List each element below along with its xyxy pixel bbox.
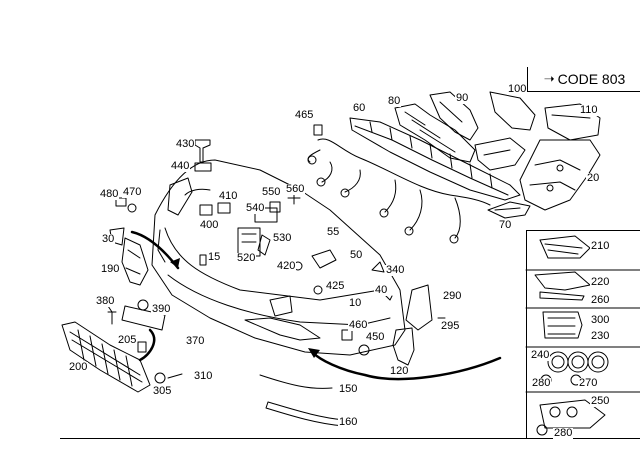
callout-160: 160: [338, 416, 359, 428]
callout-240: 240: [530, 349, 551, 361]
callout-420: 420: [276, 260, 297, 272]
callout-430: 430: [175, 138, 196, 150]
callout-60: 60: [352, 102, 367, 114]
callout-300: 300: [590, 314, 611, 326]
callout-560: 560: [285, 183, 306, 195]
callout-50: 50: [349, 249, 364, 261]
callout-390: 390: [151, 303, 172, 315]
wiring-harness-drawing: [307, 124, 491, 244]
callout-20: 20: [586, 172, 601, 184]
code-label: CODE 803: [557, 71, 626, 87]
callout-480: 480: [99, 188, 120, 200]
bumper-carrier-drawing: [349, 117, 521, 201]
callout-540: 540: [245, 202, 266, 214]
callout-110: 110: [579, 104, 599, 116]
code-803-box: ➝ CODE 803: [527, 67, 640, 92]
variant-side-panel: [526, 230, 640, 439]
callout-230: 230: [590, 330, 611, 342]
callout-80: 80: [387, 95, 402, 107]
bracket-70-drawing: [487, 201, 531, 219]
callout-250: 250: [590, 395, 611, 407]
callout-15: 15: [207, 251, 222, 263]
callout-290: 290: [442, 290, 463, 302]
callout-450: 450: [365, 331, 386, 343]
callout-380: 380: [95, 295, 116, 307]
center-bracket-drawing: [474, 137, 526, 171]
callout-70: 70: [498, 219, 513, 231]
callout-400: 400: [199, 219, 220, 231]
bracket-100-110-drawing: [489, 91, 601, 141]
arrow-right-icon: ➝: [543, 71, 555, 86]
callout-550: 550: [261, 186, 282, 198]
callout-520: 520: [236, 252, 257, 264]
side-bracket-30-190-drawing: [109, 177, 193, 286]
callout-465: 465: [294, 109, 315, 121]
callout-10: 10: [348, 297, 363, 309]
direction-arrows: [130, 230, 502, 381]
callout-305: 305: [152, 385, 173, 397]
bracket-20-drawing: [519, 139, 601, 211]
callout-295: 295: [440, 320, 461, 332]
callout-260: 260: [590, 294, 611, 306]
callout-280-upper: 280: [531, 377, 552, 389]
callout-30: 30: [101, 233, 116, 245]
callout-150: 150: [338, 383, 359, 395]
callout-280-lower: 280: [553, 427, 574, 439]
callout-190: 190: [100, 263, 121, 275]
callout-120: 120: [389, 365, 410, 377]
callout-40: 40: [374, 284, 389, 296]
callout-55: 55: [326, 226, 341, 238]
callout-340: 340: [385, 264, 406, 276]
callout-440: 440: [170, 160, 191, 172]
callout-470: 470: [122, 186, 143, 198]
callout-410: 410: [218, 190, 239, 202]
lower-grille-drawing: [61, 321, 151, 393]
callout-200: 200: [68, 361, 89, 373]
callout-370: 370: [185, 335, 206, 347]
callout-100: 100: [507, 83, 528, 95]
trim-strips-drawing: [259, 374, 346, 427]
callout-460: 460: [348, 319, 369, 331]
bracket-80-90-drawing: [394, 91, 479, 163]
callout-220: 220: [590, 276, 611, 288]
callout-210: 210: [590, 240, 611, 252]
callout-270: 270: [578, 377, 599, 389]
bottom-rule: [60, 438, 640, 439]
callout-205: 205: [117, 334, 138, 346]
side-panel-variants-drawing: [525, 235, 640, 436]
callout-310: 310: [193, 370, 214, 382]
callout-530: 530: [272, 232, 293, 244]
callout-90: 90: [455, 92, 470, 104]
callout-425: 425: [325, 280, 346, 292]
